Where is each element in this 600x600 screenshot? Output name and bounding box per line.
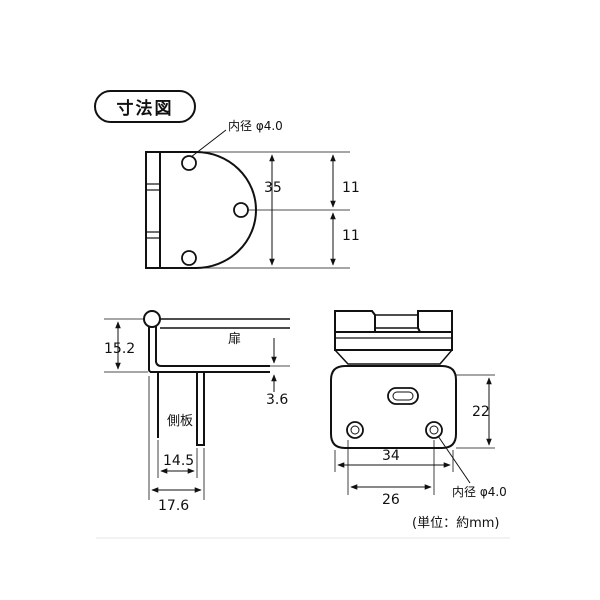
door-label: 扉 [228, 331, 241, 347]
dim-17-6: 17.6 [158, 498, 189, 514]
dim-15-2: 15.2 [104, 341, 135, 357]
side-panel-label: 側板 [167, 414, 193, 429]
dim-22: 22 [472, 404, 490, 420]
dim-35: 35 [264, 180, 282, 196]
top-view-plate [160, 151, 257, 269]
dim-11-upper: 11 [342, 180, 360, 196]
front-view-plate [330, 365, 457, 449]
front-view: 22 34 26 内径 φ4.0 [330, 310, 507, 508]
dim-14-5: 14.5 [163, 453, 194, 469]
dim-26: 26 [382, 492, 400, 508]
diagram-title: 寸法図 [94, 90, 196, 123]
side-view: 扉 側板 15.2 3.6 14.5 17.6 [104, 310, 290, 514]
top-view-hole [233, 202, 249, 218]
top-view-knuckle [145, 151, 161, 269]
unit-note: (単位：約mm) [412, 516, 500, 531]
top-view-hole [181, 155, 197, 171]
front-view-slot [387, 387, 419, 405]
side-view-knuckle [143, 310, 161, 328]
front-view-hole [425, 421, 443, 439]
top-view-hole [181, 250, 197, 266]
top-view: 内径 φ4.0 35 11 11 [145, 119, 360, 269]
front-view-hole-label: 内径 φ4.0 [452, 485, 507, 499]
dim-11-lower: 11 [342, 228, 360, 244]
dim-3-6: 3.6 [266, 392, 288, 408]
top-view-hole-label: 内径 φ4.0 [228, 119, 283, 133]
dim-34: 34 [382, 448, 400, 464]
front-view-hole [346, 421, 364, 439]
